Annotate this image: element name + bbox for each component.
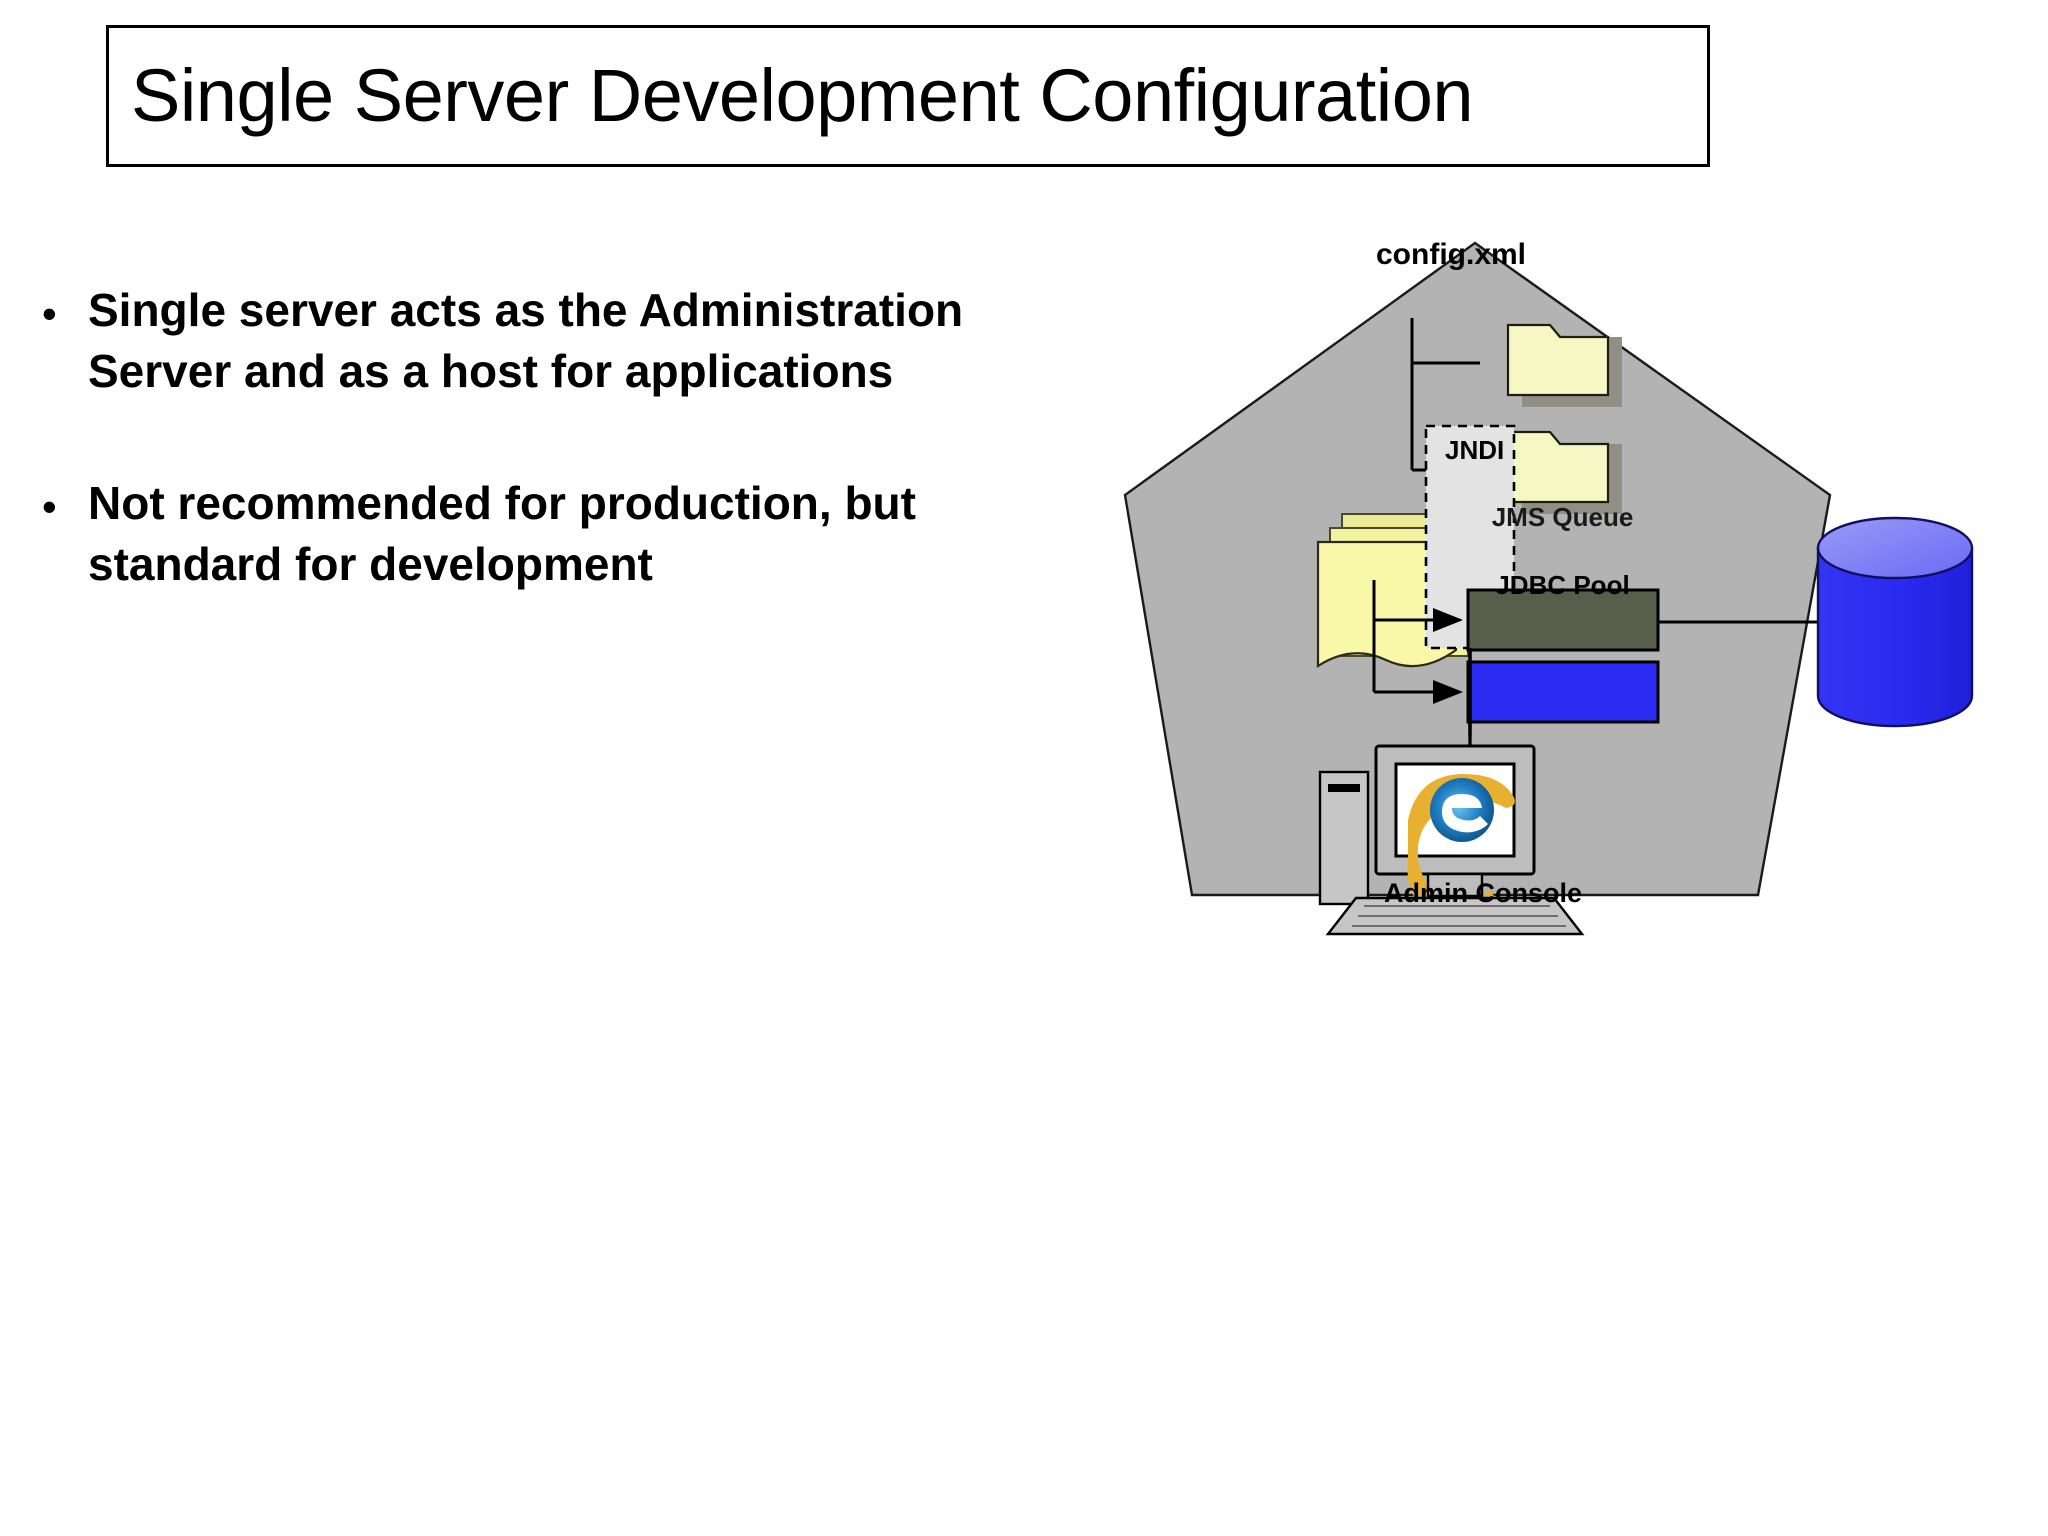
title-box: Single Server Development Configuration [106, 25, 1710, 167]
page-title: Single Server Development Configuration [131, 54, 1474, 138]
architecture-diagram: config.xml JNDI JMS Queue JDBC Pool Admi… [1090, 180, 2048, 1240]
list-item: • Single server acts as the Administrati… [30, 280, 1090, 401]
database-cylinder-icon [1816, 516, 1974, 728]
bullet-list: • Single server acts as the Administrati… [30, 280, 1090, 667]
doc-to-resource-arrows [1372, 580, 1463, 704]
diagram-svg [1123, 241, 1974, 936]
admin-console-computer-icon [1318, 744, 1585, 936]
admin-console-label: Admin Console [1383, 878, 1582, 908]
jms-queue-label: JMS Queue [1491, 502, 1634, 532]
bullet-marker-icon: • [42, 483, 57, 531]
list-item: • Not recommended for production, but st… [30, 473, 1090, 594]
bullet-text: Single server acts as the Administration… [88, 284, 964, 397]
folder-1-icon [1506, 323, 1622, 407]
folder-2-icon [1506, 430, 1622, 514]
bullet-marker-icon: • [42, 290, 57, 337]
internet-explorer-icon [1407, 774, 1515, 917]
bullet-text: Not recommended for production, but stan… [88, 477, 916, 591]
jdbc-pool-box [1466, 660, 1660, 724]
jndi-label: JNDI [1445, 435, 1505, 465]
jdbc-pool-label: JDBC Pool [1495, 570, 1630, 600]
config-xml-label: config.xml [1376, 238, 1527, 271]
jms-queue-box [1466, 588, 1660, 652]
